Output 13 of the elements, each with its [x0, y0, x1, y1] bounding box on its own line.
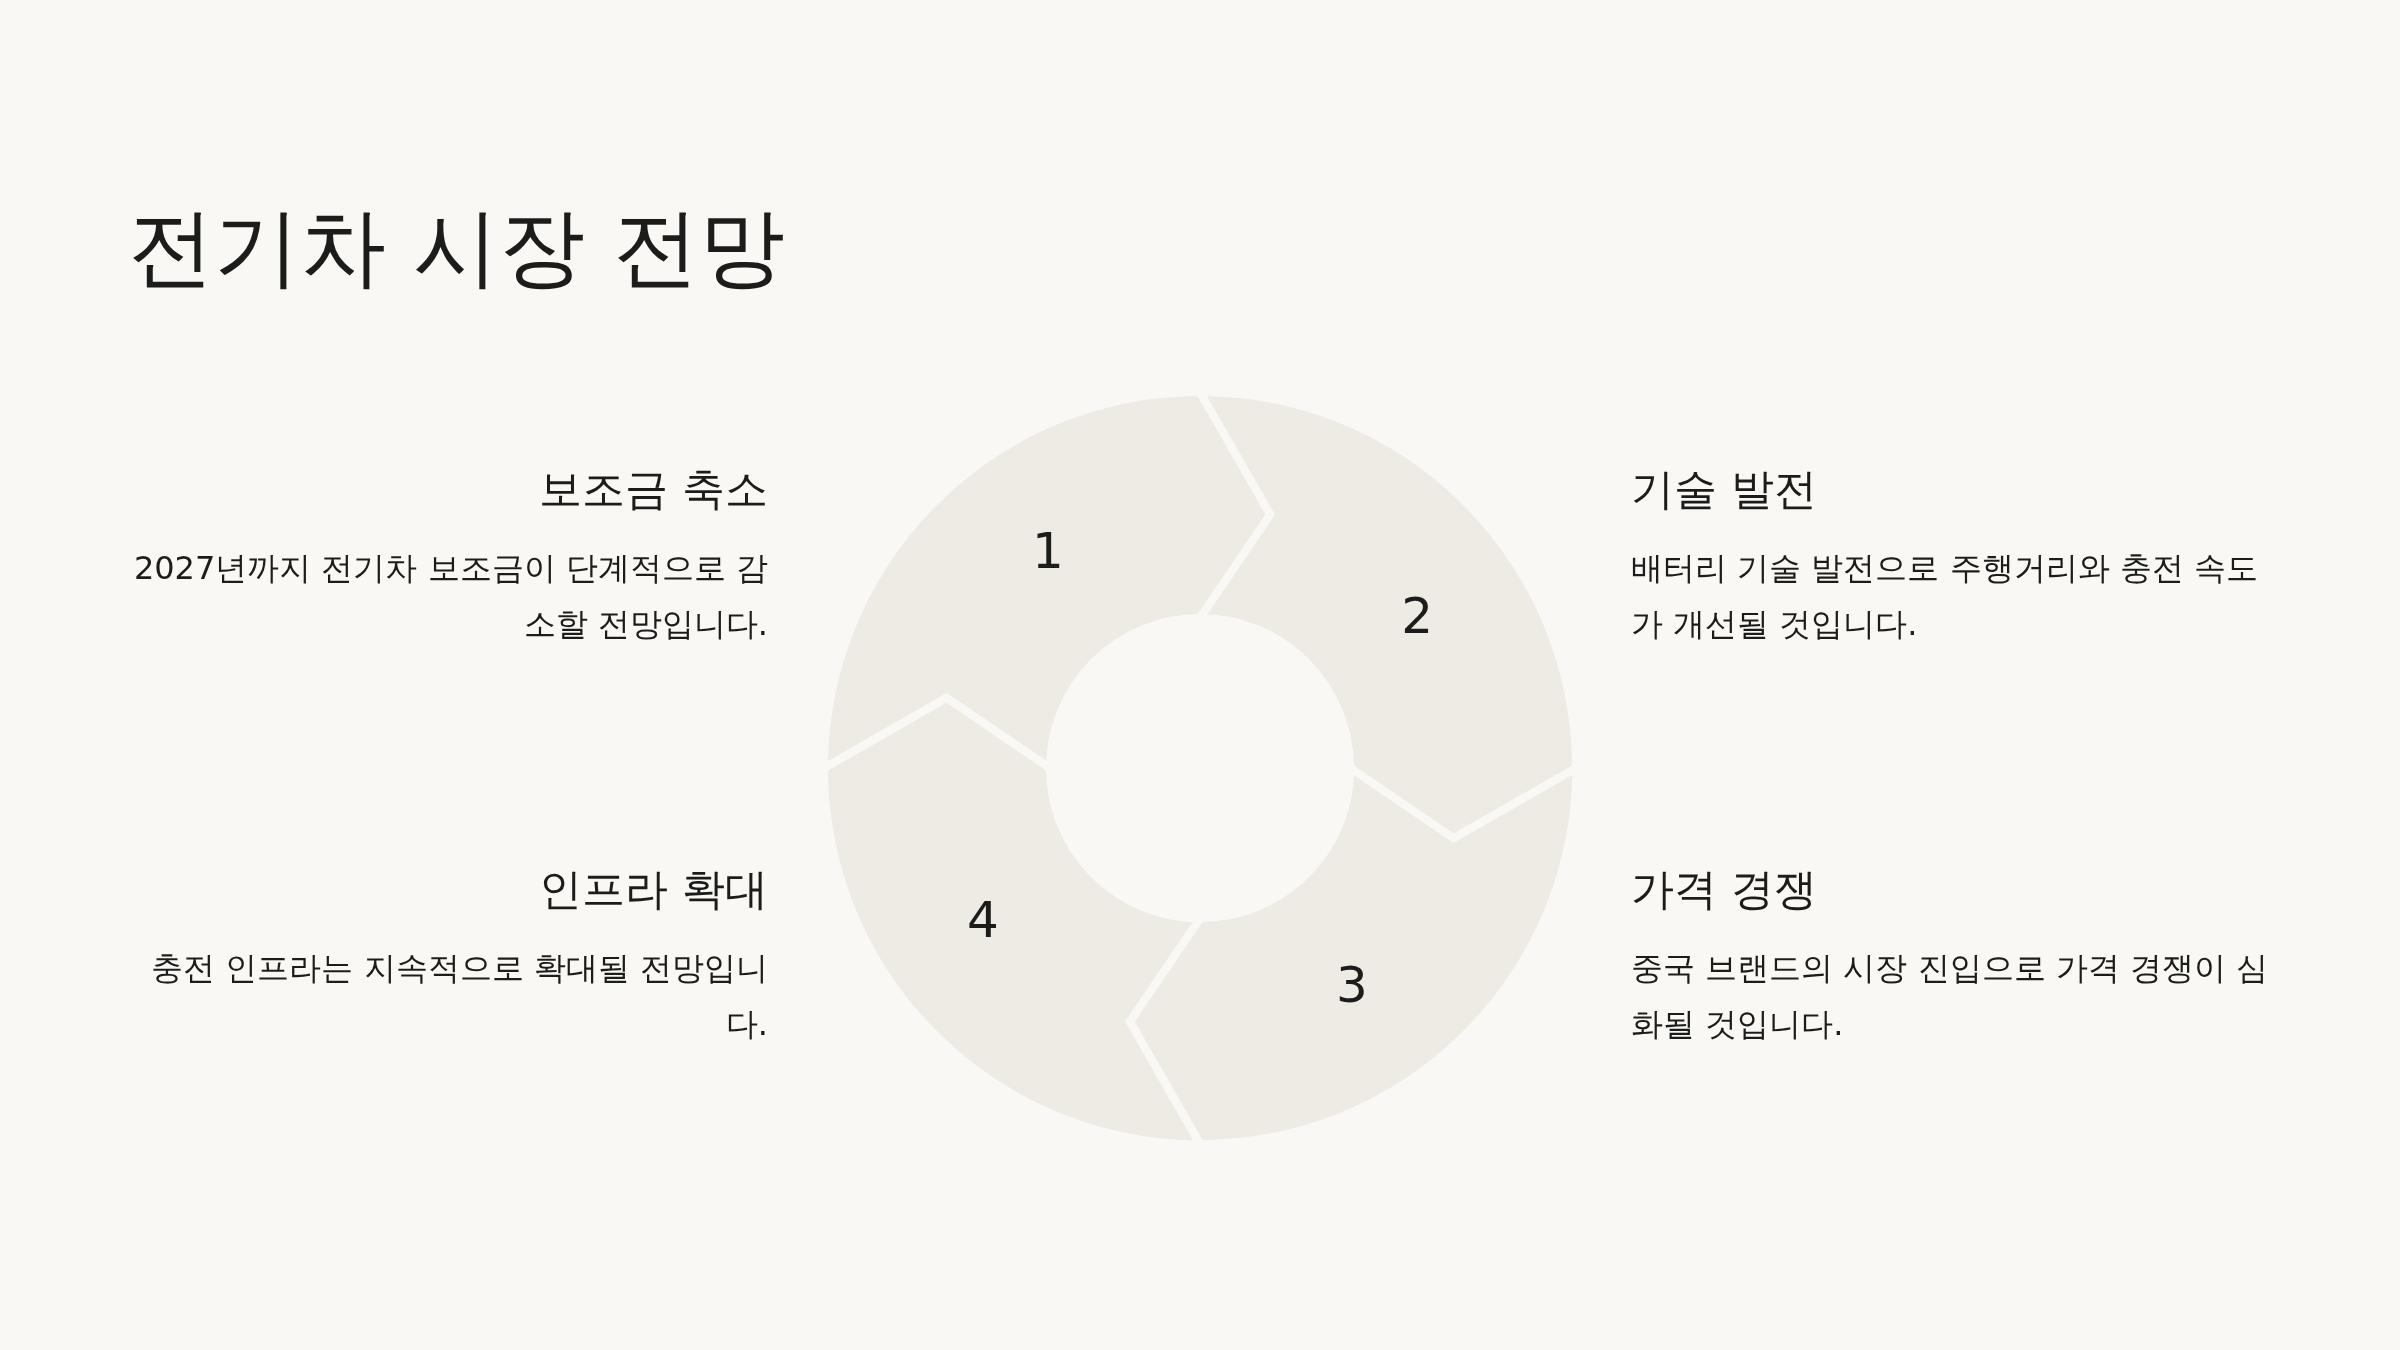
step-number: 3: [1336, 960, 1368, 1011]
point-heading: 가격 경쟁: [1631, 863, 1818, 916]
point-description: 2027년까지 전기차 보조금이 단계적으로 감소할 전망입니다.: [132, 547, 768, 645]
step-number: 2: [1401, 591, 1433, 641]
step-number: 4: [967, 895, 999, 945]
point-heading: 보조금 축소: [538, 463, 768, 516]
point-heading: 인프라 확대: [538, 863, 768, 916]
slide-title: 전기차 시장 전망: [128, 196, 785, 299]
point-description: 중국 브랜드의 시장 진입으로 가격 경쟁이 심화될 것입니다.: [1631, 947, 2270, 1045]
step-number: 1: [1032, 525, 1064, 576]
point-description: 배터리 기술 발전으로 주행거리와 충전 속도가 개선될 것입니다.: [1631, 547, 2259, 645]
point-description: 충전 인프라는 지속적으로 확대될 전망입니다.: [150, 947, 768, 1045]
point-heading: 기술 발전: [1631, 463, 1818, 516]
